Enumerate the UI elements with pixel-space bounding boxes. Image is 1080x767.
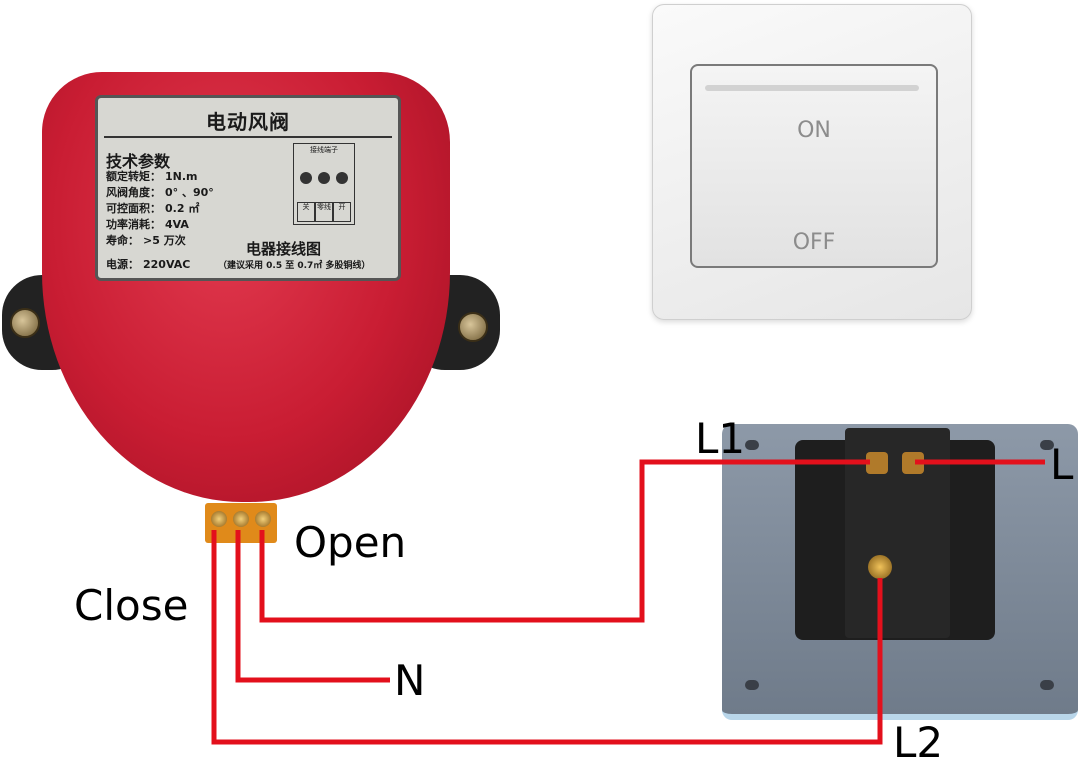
terminal-screw-icon <box>233 511 249 527</box>
mount-hole-icon <box>1040 440 1054 450</box>
mount-hole-icon <box>1040 680 1054 690</box>
spec-row: 寿命：>5 万次 <box>106 234 186 247</box>
terminal-l-icon <box>902 452 924 474</box>
spec-row: 电源：220VAC <box>106 258 191 271</box>
n-label: N <box>394 656 426 705</box>
terminal-l1-icon <box>866 452 888 474</box>
mount-hole-icon <box>745 680 759 690</box>
terminal-l2-icon <box>868 555 892 579</box>
title-divider <box>104 136 392 138</box>
rocker-highlight <box>705 85 919 91</box>
spec-row: 风阀角度：0° 、90° <box>106 186 214 199</box>
wall-switch-rocker: ON OFF <box>690 64 938 268</box>
terminal-label: 关 <box>297 202 315 222</box>
l2-label: L2 <box>893 718 944 767</box>
terminal-label: 零线 <box>315 202 333 222</box>
wiring-note: （建议采用 0.5 至 0.7㎡ 多股铜线） <box>218 261 371 271</box>
actuator-terminal-block <box>205 503 277 543</box>
spec-heading: 技术参数 <box>106 152 171 171</box>
right-screw-icon <box>458 312 488 342</box>
open-label: Open <box>294 518 407 567</box>
terminal-label: 开 <box>333 202 351 222</box>
l-label: L <box>1050 440 1074 489</box>
terminal-dot-icon <box>300 172 312 184</box>
spec-row: 额定转矩：1N.m <box>106 170 198 183</box>
mount-hole-icon <box>745 440 759 450</box>
terminal-screw-icon <box>255 511 271 527</box>
switch-off-label: OFF <box>792 230 836 255</box>
actuator-title: 电动风阀 <box>206 110 290 134</box>
terminal-diagram: 接线端子 关 零线 开 <box>293 143 355 225</box>
terminal-diagram-title: 接线端子 <box>310 146 338 154</box>
actuator-spec-label: 电动风阀 技术参数 额定转矩：1N.m 风阀角度：0° 、90° 可控面积：0.… <box>95 95 401 281</box>
close-wire <box>211 530 883 745</box>
close-label: Close <box>74 581 189 630</box>
spec-row: 可控面积：0.2 ㎡ <box>106 202 200 215</box>
spec-row: 功率消耗：4VA <box>106 218 189 231</box>
left-screw-icon <box>10 308 40 338</box>
terminal-screw-icon <box>211 511 227 527</box>
switch-on-label: ON <box>797 118 831 143</box>
terminal-dot-icon <box>336 172 348 184</box>
n-wire <box>235 530 390 683</box>
open-wire <box>259 459 870 623</box>
terminal-dot-icon <box>318 172 330 184</box>
l1-label: L1 <box>695 414 746 463</box>
wiring-diagram-title: 电器接线图 <box>246 240 322 258</box>
